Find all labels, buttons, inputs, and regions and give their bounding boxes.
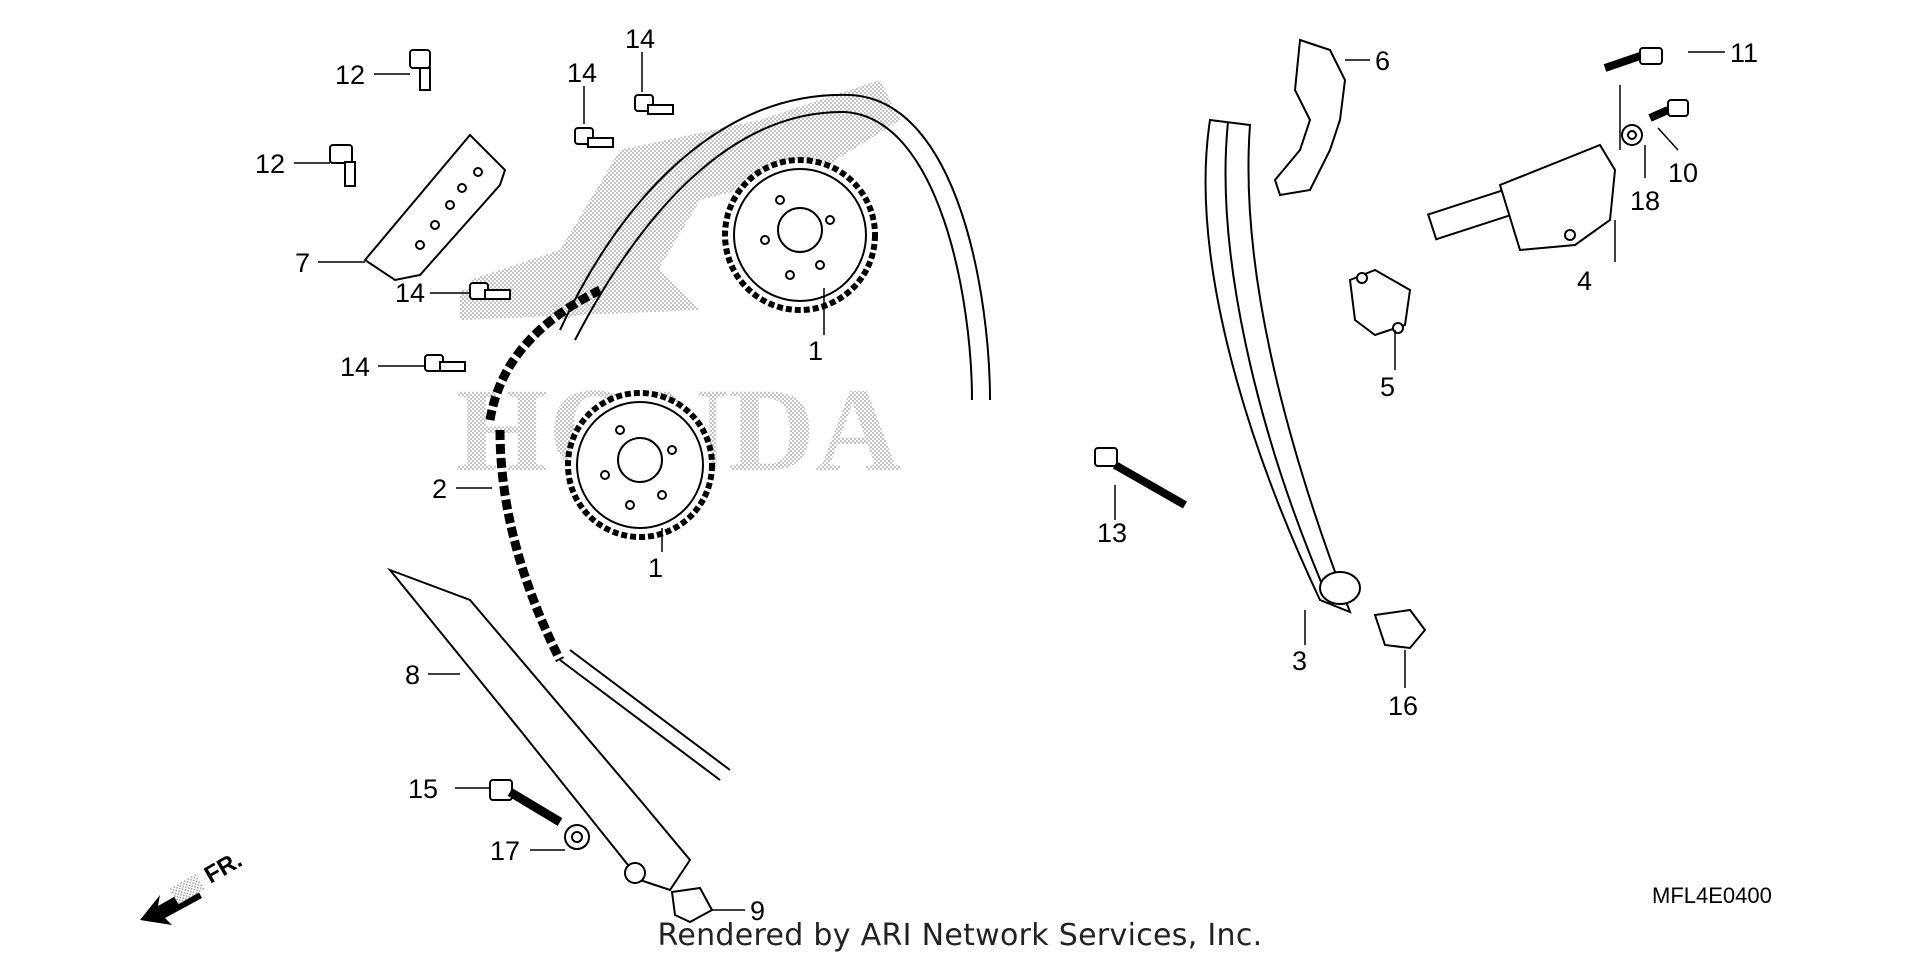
callout-15[interactable]: 15 xyxy=(408,774,438,804)
callout-8[interactable]: 8 xyxy=(405,660,420,690)
tensioner-stopper xyxy=(1273,38,1347,197)
callout-9[interactable]: 9 xyxy=(750,896,765,926)
callout-7[interactable]: 7 xyxy=(295,248,310,278)
bolt-10 xyxy=(1648,99,1689,122)
diagram-code: MFL4E0400 xyxy=(1652,883,1772,908)
callouts: 12 12 14 14 14 14 7 2 1 1 8 15 17 9 13 6… xyxy=(255,24,1758,926)
callout-14-b[interactable]: 14 xyxy=(567,58,597,88)
bolt-14-c xyxy=(469,282,511,300)
callout-4[interactable]: 4 xyxy=(1577,266,1592,296)
bolt-12-upper xyxy=(409,49,431,91)
collar-16 xyxy=(1373,608,1427,650)
callout-18[interactable]: 18 xyxy=(1630,186,1660,216)
front-label: FR. xyxy=(200,846,247,889)
callout-1-upper[interactable]: 1 xyxy=(808,336,823,366)
callout-1-lower[interactable]: 1 xyxy=(648,553,663,583)
chain-guide xyxy=(386,567,692,892)
leader-lines xyxy=(294,51,1725,911)
callout-14-a[interactable]: 14 xyxy=(625,24,655,54)
callout-6[interactable]: 6 xyxy=(1375,46,1390,76)
bolt-12-lower xyxy=(329,144,356,187)
callout-17[interactable]: 17 xyxy=(490,836,520,866)
bolt-11 xyxy=(1603,47,1663,72)
bolt-15 xyxy=(489,779,563,826)
callout-12-lower[interactable]: 12 xyxy=(255,149,285,179)
callout-14-c[interactable]: 14 xyxy=(395,278,425,308)
front-direction-arrow: FR. xyxy=(140,846,247,925)
callout-10[interactable]: 10 xyxy=(1668,158,1698,188)
cam-sprocket-lower xyxy=(565,390,715,540)
callout-13[interactable]: 13 xyxy=(1097,518,1127,548)
callout-5[interactable]: 5 xyxy=(1380,372,1395,402)
tensioner-lifter xyxy=(1426,143,1617,252)
callout-3[interactable]: 3 xyxy=(1292,646,1307,676)
cam-chain xyxy=(485,93,991,781)
callout-14-d[interactable]: 14 xyxy=(340,352,370,382)
callout-11[interactable]: 11 xyxy=(1730,38,1758,68)
bolt-14-d xyxy=(424,354,466,372)
callout-2[interactable]: 2 xyxy=(432,474,447,504)
bolts xyxy=(329,47,1689,924)
cam-sprocket-upper xyxy=(722,157,878,313)
collar-9 xyxy=(670,886,714,924)
tensioner-gasket xyxy=(1348,268,1412,337)
bolt-14-b xyxy=(574,127,614,148)
callout-12-upper[interactable]: 12 xyxy=(335,60,365,90)
washer-17 xyxy=(564,824,590,850)
bolt-14-a xyxy=(634,94,674,115)
washer-18 xyxy=(1621,124,1643,146)
render-credit: Rendered by ARI Network Services, Inc. xyxy=(657,918,1263,953)
bolt-13 xyxy=(1094,447,1187,509)
callout-16[interactable]: 16 xyxy=(1388,691,1418,721)
chain-guide-plate xyxy=(363,133,507,282)
tensioner-arm xyxy=(1204,118,1361,614)
